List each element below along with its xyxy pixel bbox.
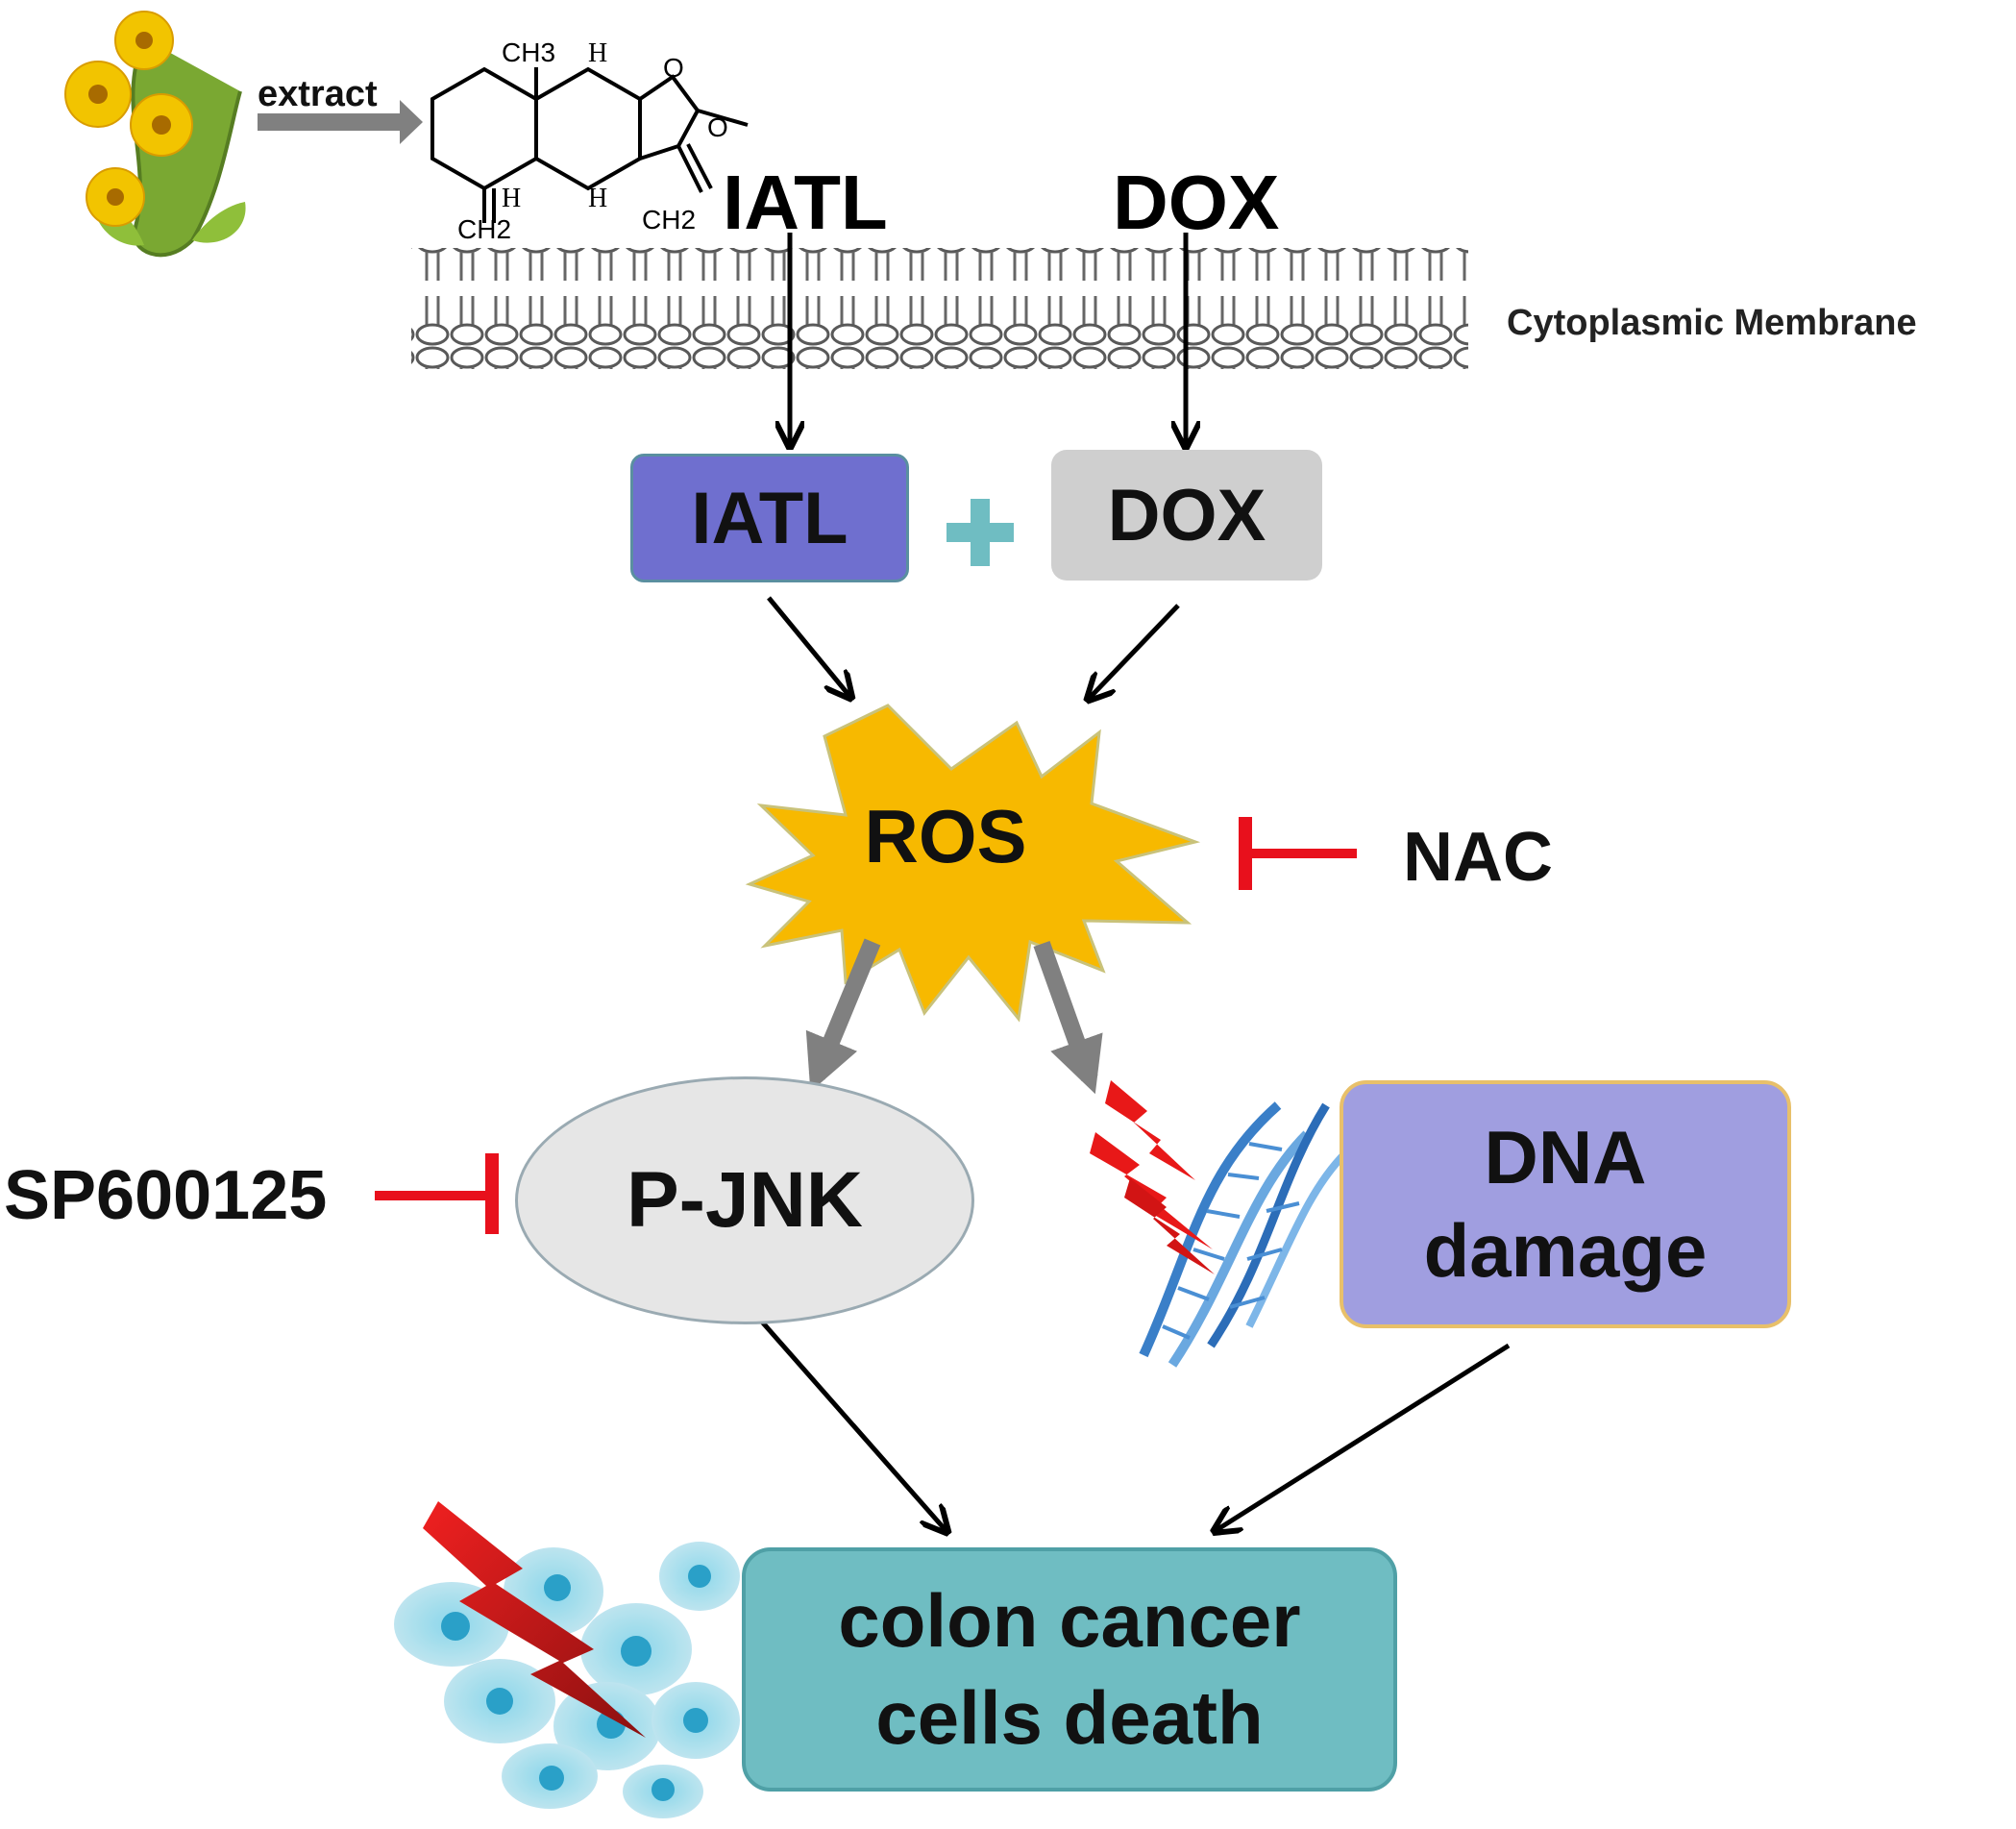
- molecule-ch2-right: CH2: [642, 205, 696, 235]
- dox-top-label: DOX: [1113, 160, 1279, 245]
- lightning-bolt-icon: [1090, 1080, 1215, 1274]
- molecule-h-left: H: [502, 184, 521, 213]
- plus-sign: [947, 499, 1014, 566]
- cells-death-box: colon cancer cells death: [742, 1547, 1397, 1792]
- extract-arrow: [258, 100, 423, 144]
- lightning-bolt-icon: [423, 1501, 646, 1738]
- arrow-iatl-to-ros: [767, 596, 849, 696]
- molecule-ch3: CH3: [502, 37, 555, 67]
- dox-box: DOX: [1051, 450, 1322, 581]
- flower-plant-image: [64, 11, 246, 258]
- arrow-pjnk-to-death: [744, 1301, 946, 1530]
- cancer-cells-image: [394, 1501, 740, 1818]
- molecule-o-ring: O: [663, 53, 684, 83]
- sp600125-inhibitor-symbol: [375, 1153, 499, 1234]
- pjnk-ellipse: P-JNK: [515, 1076, 974, 1324]
- arrow-dox-to-ros: [1090, 604, 1180, 698]
- iatl-box-label: IATL: [691, 477, 848, 559]
- nac-inhibitor-symbol: [1239, 817, 1357, 890]
- sp600125-label: SP600125: [4, 1157, 327, 1234]
- molecule-h-right: H: [588, 184, 607, 213]
- arrow-dna-to-death: [1217, 1343, 1511, 1530]
- dna-damage-box: DNA damage: [1340, 1080, 1791, 1328]
- dox-box-label: DOX: [1107, 474, 1266, 556]
- molecule-o-carbonyl: O: [707, 112, 728, 142]
- dna-damage-line2: damage: [1423, 1208, 1708, 1293]
- cells-death-line1: colon cancer: [838, 1577, 1301, 1663]
- iatl-top-label: IATL: [723, 160, 888, 245]
- extract-label: extract: [258, 74, 378, 114]
- dna-helix-image: [1139, 1101, 1348, 1368]
- dna-damage-line1: DNA: [1484, 1114, 1647, 1199]
- membrane-label: Cytoplasmic Membrane: [1507, 303, 1917, 343]
- iatl-box: IATL: [630, 454, 909, 582]
- molecule-h-top: H: [588, 38, 607, 68]
- cytoplasmic-membrane: [411, 248, 1468, 369]
- iatl-molecule-structure: [430, 66, 749, 223]
- arrow-ros-to-pjnk: [805, 938, 881, 1092]
- ros-burst: [745, 704, 1201, 1023]
- molecule-ch2-left: CH2: [457, 214, 511, 244]
- pjnk-label: P-JNK: [626, 1156, 864, 1244]
- cells-death-line2: cells death: [875, 1675, 1264, 1760]
- arrow-ros-to-dna: [1033, 940, 1103, 1095]
- nac-label: NAC: [1403, 819, 1553, 896]
- ros-label: ROS: [864, 794, 1026, 878]
